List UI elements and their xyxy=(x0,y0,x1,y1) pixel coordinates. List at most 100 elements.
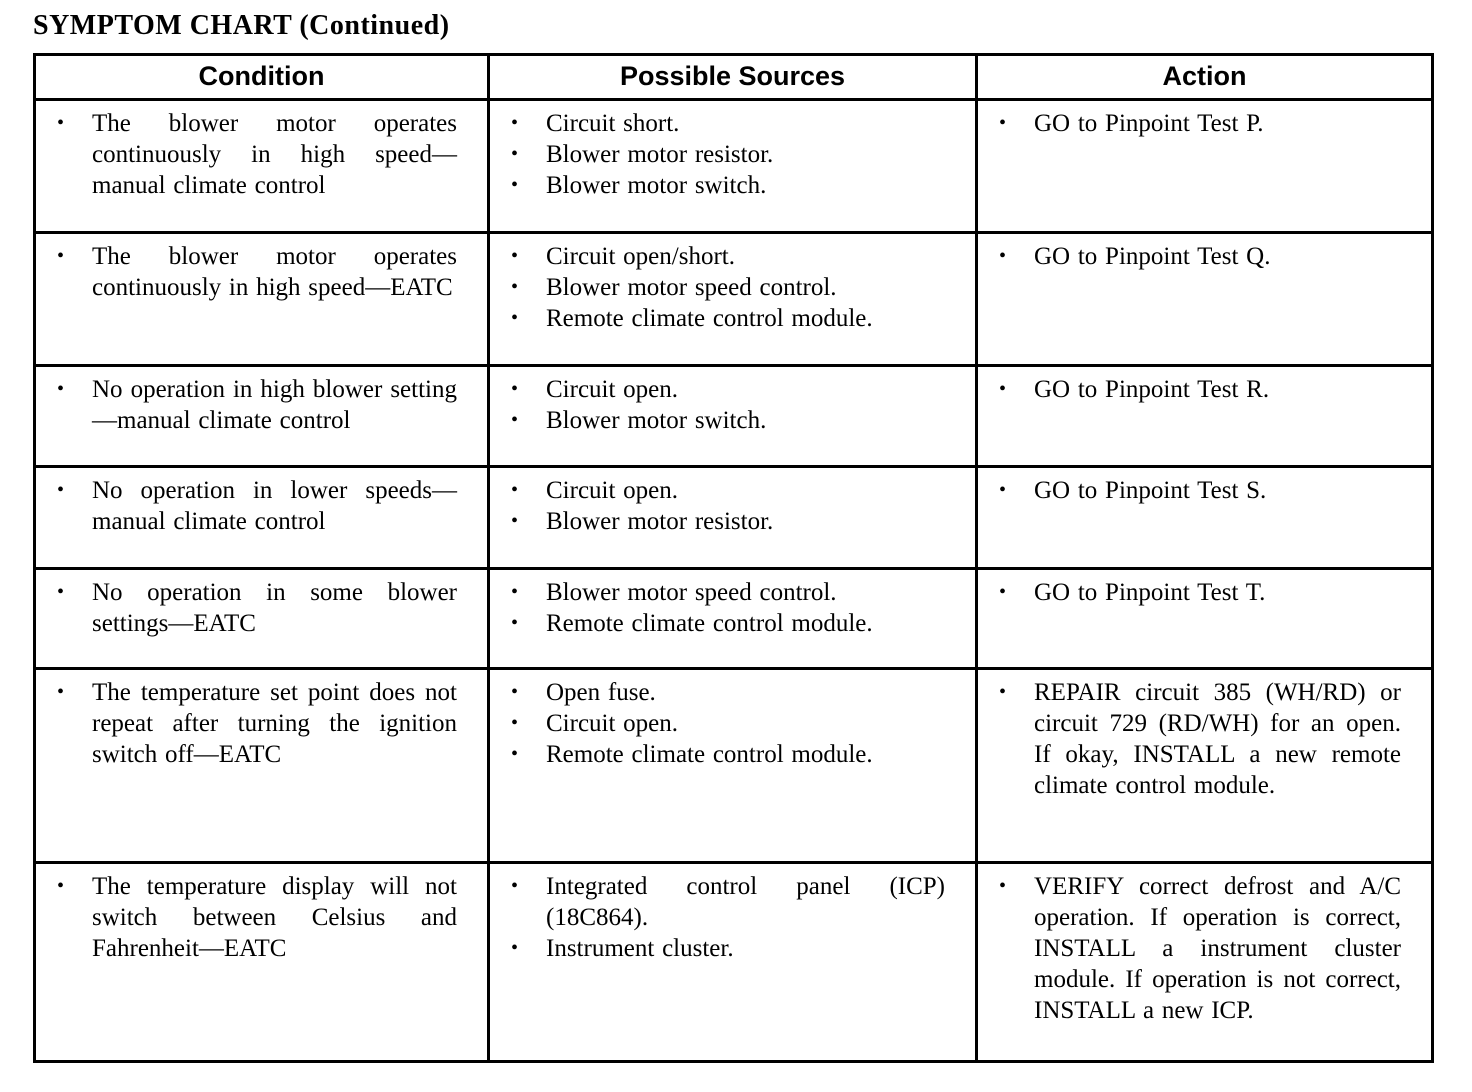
bullet-list: • The temperature set point does not repe… xyxy=(51,677,457,770)
item-text: Blower motor switch. xyxy=(546,172,767,199)
bullet-icon: • xyxy=(999,581,1007,603)
column-header-action: Action xyxy=(975,56,1431,98)
bullet-icon: • xyxy=(511,276,519,298)
item-text: The blower motor operates continuously i… xyxy=(92,243,457,301)
bullet-item: • Circuit short. xyxy=(505,108,945,139)
item-text: Blower motor resistor. xyxy=(546,141,774,168)
item-text: GO to Pinpoint Test R. xyxy=(1034,376,1270,403)
item-text: The blower motor operates continuously i… xyxy=(92,110,457,199)
bullet-icon: • xyxy=(57,378,65,400)
bullet-icon: • xyxy=(511,743,519,765)
table-row: • The temperature set point does not repe… xyxy=(36,670,1431,864)
bullet-icon: • xyxy=(999,479,1007,501)
item-text: Open fuse. xyxy=(546,679,656,706)
item-text: GO to Pinpoint Test S. xyxy=(1034,477,1267,504)
bullet-icon: • xyxy=(999,681,1007,703)
bullet-icon: • xyxy=(511,581,519,603)
bullet-item: •GO to Pinpoint Test R. xyxy=(993,374,1401,405)
bullet-list: • The blower motor operates continuously … xyxy=(51,241,457,303)
table-row: • The blower motor operates continuously … xyxy=(36,101,1431,234)
item-text: GO to Pinpoint Test T. xyxy=(1034,579,1266,606)
bullet-list: • VERIFY correct defrost and A/C operatio… xyxy=(993,871,1401,1026)
cell-possible-sources: •Circuit open. • Blower motor resistor. xyxy=(487,468,975,567)
bullet-item: • Blower motor speed control. xyxy=(505,577,945,608)
bullet-icon: • xyxy=(57,245,65,267)
bullet-item: • GO to Pinpoint Test S. xyxy=(993,475,1401,506)
bullet-icon: • xyxy=(511,875,519,897)
item-text: The temperature set point does not repea… xyxy=(92,679,457,768)
item-text: Blower motor resistor. xyxy=(546,508,774,535)
cell-possible-sources: • Circuit open.•Blower motor switch. xyxy=(487,367,975,465)
item-text: Remote climate control module. xyxy=(546,741,873,768)
cell-action: •GO to Pinpoint Test R. xyxy=(975,367,1431,465)
bullet-list: •GO to Pinpoint Test Q. xyxy=(993,241,1401,272)
cell-possible-sources: • Integrated control panel (ICP) (18C864)… xyxy=(487,864,975,1060)
item-text: Instrument cluster. xyxy=(546,935,734,962)
cell-action: • GO to Pinpoint Test T. xyxy=(975,570,1431,667)
table-header-row: Condition Possible Sources Action xyxy=(36,56,1431,101)
bullet-item: •Blower motor switch. xyxy=(505,170,945,201)
item-text: No operation in lower speeds—manual clim… xyxy=(92,477,457,535)
bullet-item: • Circuit open. xyxy=(505,374,945,405)
bullet-item: •No operation in some blower settings—EA… xyxy=(51,577,457,639)
bullet-icon: • xyxy=(57,112,65,134)
bullet-item: •Instrument cluster. xyxy=(505,933,945,964)
item-text: GO to Pinpoint Test P. xyxy=(1034,110,1264,137)
item-text: Remote climate control module. xyxy=(546,305,873,332)
cell-action: • VERIFY correct defrost and A/C operatio… xyxy=(975,864,1431,1060)
bullet-list: • Circuit open.•Blower motor switch. xyxy=(505,374,945,436)
bullet-list: • Open fuse.•Circuit open. • Remote climate… xyxy=(505,677,945,770)
bullet-item: • The blower motor operates continuously … xyxy=(51,241,457,303)
bullet-list: •No operation in high blower setting—man… xyxy=(51,374,457,436)
item-text: VERIFY correct defrost and A/C operation… xyxy=(1034,873,1401,1024)
item-text: Blower motor speed control. xyxy=(546,579,837,606)
cell-condition: •No operation in high blower setting—man… xyxy=(36,367,487,465)
bullet-icon: • xyxy=(511,112,519,134)
bullet-icon: • xyxy=(57,875,65,897)
bullet-list: •GO to Pinpoint Test R. xyxy=(993,374,1401,405)
bullet-item: •No operation in high blower setting—man… xyxy=(51,374,457,436)
item-text: Circuit open. xyxy=(546,477,679,504)
bullet-item: •Circuit open. xyxy=(505,708,945,739)
bullet-item: • Blower motor resistor. xyxy=(505,506,945,537)
bullet-item: • Remote climate control module. xyxy=(505,303,945,334)
item-text: Blower motor speed control. xyxy=(546,274,837,301)
item-text: REPAIR circuit 385 (WH/RD) or circuit 72… xyxy=(1034,679,1401,799)
bullet-icon: • xyxy=(57,681,65,703)
bullet-item: •Blower motor switch. xyxy=(505,405,945,436)
item-text: Circuit short. xyxy=(546,110,680,137)
table-body: • The blower motor operates continuously … xyxy=(36,101,1431,1060)
item-text: GO to Pinpoint Test Q. xyxy=(1034,243,1271,270)
page-title: SYMPTOM CHART (Continued) xyxy=(33,10,450,41)
item-text: Circuit open. xyxy=(546,376,679,403)
bullet-icon: • xyxy=(511,307,519,329)
bullet-icon: • xyxy=(511,378,519,400)
item-text: Remote climate control module. xyxy=(546,610,873,637)
cell-condition: •No operation in some blower settings—EA… xyxy=(36,570,487,667)
bullet-icon: • xyxy=(511,681,519,703)
bullet-icon: • xyxy=(57,479,65,501)
table-row: • The blower motor operates continuously … xyxy=(36,234,1431,367)
cell-possible-sources: • Blower motor speed control.• Remote clim… xyxy=(487,570,975,667)
table-row: •No operation in some blower settings—EA… xyxy=(36,570,1431,670)
bullet-list: • GO to Pinpoint Test S. xyxy=(993,475,1401,506)
bullet-list: • No operation in lower speeds—manual cli… xyxy=(51,475,457,537)
cell-condition: • The blower motor operates continuously … xyxy=(36,101,487,231)
bullet-list: • Circuit short.• Blower motor resistor.•B… xyxy=(505,108,945,201)
bullet-list: • The blower motor operates continuously … xyxy=(51,108,457,201)
item-text: Integrated control panel (ICP) (18C864). xyxy=(546,873,945,931)
column-header-possible-sources: Possible Sources xyxy=(487,56,975,98)
bullet-icon: • xyxy=(999,875,1007,897)
bullet-list: •Circuit open. • Blower motor resistor. xyxy=(505,475,945,537)
bullet-icon: • xyxy=(511,409,519,431)
item-text: Circuit open/short. xyxy=(546,243,735,270)
item-text: Circuit open. xyxy=(546,710,679,737)
bullet-item: • Open fuse. xyxy=(505,677,945,708)
bullet-item: • The temperature display will not switch… xyxy=(51,871,457,964)
cell-possible-sources: • Open fuse.•Circuit open. • Remote climate… xyxy=(487,670,975,861)
bullet-item: •Circuit open. xyxy=(505,475,945,506)
bullet-item: • REPAIR circuit 385 (WH/RD) or circuit 7… xyxy=(993,677,1401,801)
cell-action: • GO to Pinpoint Test S. xyxy=(975,468,1431,567)
item-text: The temperature display will not switch … xyxy=(92,873,457,962)
bullet-icon: • xyxy=(511,510,519,532)
